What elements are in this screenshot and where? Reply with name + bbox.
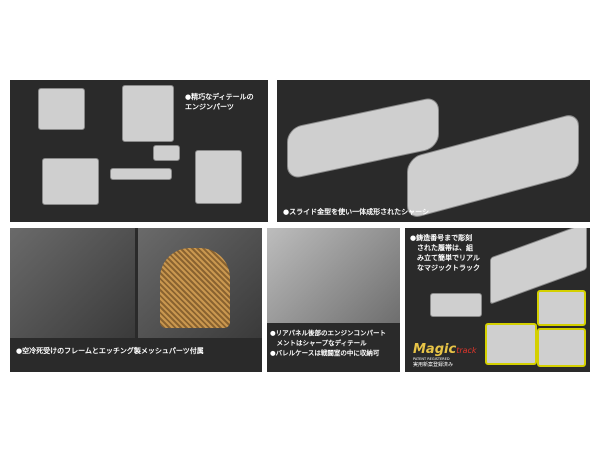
engine-part (122, 85, 174, 142)
magic-track-panel: ●鋳造番号まで彫刻 された履帯は、組 み立て簡単でリアル なマジックトラック M… (405, 228, 590, 372)
engine-part (38, 88, 85, 130)
track-detail (537, 290, 586, 326)
engine-part (42, 158, 99, 205)
engine-part (195, 150, 242, 204)
engine-part (110, 168, 172, 180)
chassis-panel: ●スライド金型を使い一体成形されたシャーシ (277, 80, 590, 222)
engine-part (153, 145, 180, 161)
caption: ●空冷死受けのフレームとエッチング製メッシュパーツ付属 (16, 347, 204, 355)
engine-compartment-panel: ●リアパネル後部のエンジンコンパート メントはシャープなディテール ●バレルケー… (267, 228, 400, 372)
mesh-panel: ●空冷死受けのフレームとエッチング製メッシュパーツ付属 (10, 228, 262, 372)
track-link (430, 293, 482, 317)
frame-photo (10, 228, 135, 338)
caption: ●鋳造番号まで彫刻 された履帯は、組 み立て簡単でリアル なマジックトラック (410, 234, 480, 272)
engine-parts-panel: ●精巧なディテールの エンジンパーツ (10, 80, 268, 222)
caption: ●スライド金型を使い一体成形されたシャーシ (283, 208, 429, 216)
caption: ●リアパネル後部のエンジンコンパート メントはシャープなディテール ●バレルケー… (270, 329, 387, 357)
track-detail (485, 323, 537, 365)
compartment-photo (267, 228, 400, 323)
track-detail (537, 328, 586, 367)
magic-track-logo: Magictrack PATENT REGISTERED 実用新案登録済み (413, 342, 477, 368)
mesh-part (160, 248, 230, 328)
caption: ●精巧なディテールの エンジンパーツ (185, 93, 254, 111)
